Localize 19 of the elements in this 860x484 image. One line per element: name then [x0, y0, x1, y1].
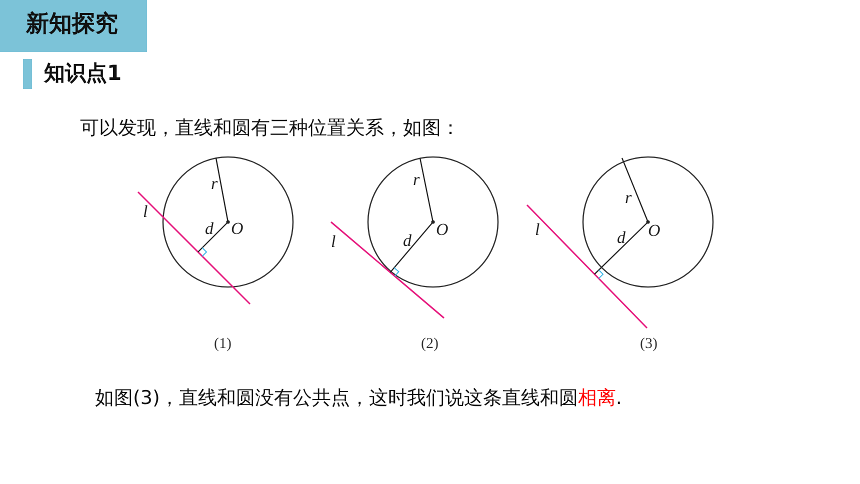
radius-label: r	[211, 175, 218, 192]
distance-label: d	[617, 229, 626, 246]
section-heading: 新知探究	[26, 13, 118, 36]
radius-label: r	[413, 171, 420, 188]
figure-caption: (1)	[214, 337, 232, 352]
distance-label: d	[205, 220, 214, 237]
intro-sentence: 可以发现，直线和圆有三种位置关系，如图：	[80, 119, 460, 138]
line-label: l	[143, 203, 148, 220]
radius-label: r	[625, 189, 632, 206]
line-label: l	[535, 221, 540, 238]
center-label: O	[231, 220, 244, 237]
figure-caption: (2)	[421, 337, 438, 352]
conclusion-sentence: 如图(3)，直线和圆没有公共点，这时我们说这条直线和圆相离.	[95, 389, 622, 408]
line-label: l	[331, 233, 336, 250]
figure-caption: (3)	[640, 337, 658, 352]
center-label: O	[436, 221, 448, 238]
subsection-heading: 知识点1	[44, 63, 122, 84]
distance-label: d	[403, 232, 412, 249]
center-label: O	[648, 222, 660, 239]
